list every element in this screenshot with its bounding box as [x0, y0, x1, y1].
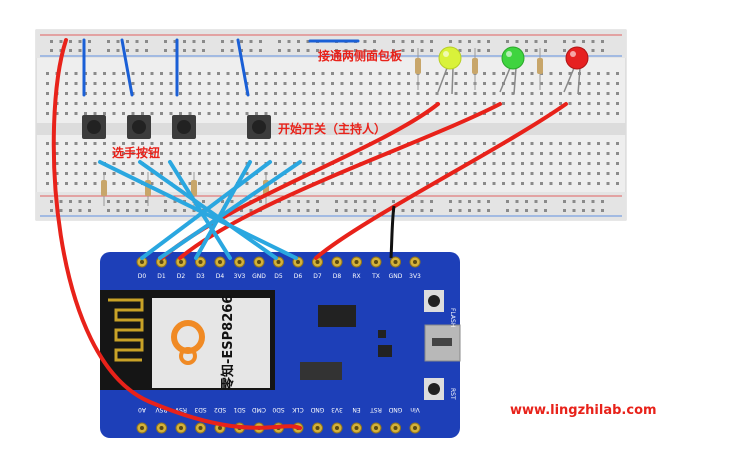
annotation-connect-breadboard: 接通两侧面包板: [318, 48, 403, 63]
pin-label: D2: [177, 273, 186, 280]
wifi-module: 零知-ESP8266: [100, 290, 275, 391]
pin-label: RSV: [174, 406, 187, 413]
pin-label: SD3: [194, 406, 206, 413]
antenna-trace-icon: [108, 298, 144, 362]
host-start-button: [247, 115, 271, 139]
pin-label: GND: [389, 273, 403, 280]
pin-label: 3V3: [409, 273, 421, 280]
annotation-player-buttons: 选手按钮: [112, 145, 160, 160]
flash-label: FLASH: [449, 308, 456, 327]
pin-label: A0: [138, 406, 146, 413]
pin-label: RST: [370, 406, 382, 413]
push-button: [127, 115, 151, 139]
push-button: [172, 115, 196, 139]
pin-label: SD2: [214, 406, 226, 413]
pin-label: TX: [371, 273, 380, 280]
annotation-start-switch: 开始开关（主持人）: [278, 121, 386, 136]
pin-label: SD0: [272, 406, 284, 413]
led-green: [499, 46, 525, 95]
jumper-wire: [236, 38, 250, 97]
wire-button: [158, 160, 302, 260]
pin-label: SD1: [233, 406, 245, 413]
chip: [318, 305, 356, 327]
pin-label: D6: [294, 273, 303, 280]
website-label: www.lingzhilab.com: [510, 403, 657, 418]
pin-label: 3V3: [234, 273, 246, 280]
wire-led-green: [178, 102, 502, 260]
pin-label: CLK: [291, 406, 304, 413]
wire-button: [138, 160, 278, 260]
wire-button: [194, 160, 252, 260]
pin-label: D8: [333, 273, 342, 280]
pin-label: GND: [310, 406, 324, 413]
jumper-wire: [120, 38, 134, 97]
pin-label: GND: [388, 406, 402, 413]
pin-label: D5: [274, 273, 283, 280]
resistor: [472, 48, 478, 90]
chip: [300, 362, 342, 380]
leds: [437, 46, 589, 95]
pin-label: RX: [352, 273, 360, 280]
pin-label: GND: [252, 273, 266, 280]
wire-button: [168, 160, 232, 260]
player-buttons: [82, 115, 271, 139]
flash-button: FLASH: [424, 290, 456, 327]
push-button: [82, 115, 106, 139]
chip: [378, 345, 392, 357]
chip: [378, 330, 386, 338]
resistor: [101, 172, 107, 206]
usb-port-icon: [424, 324, 461, 362]
pin-label: EN: [352, 406, 360, 413]
wire-led-red: [314, 102, 568, 260]
wire-ground: [389, 205, 396, 259]
breadboard: [35, 29, 627, 221]
pin-label: D1: [157, 273, 166, 280]
led-red: [563, 46, 589, 95]
rst-button: RST: [424, 378, 456, 400]
pin-label: 3V3: [331, 406, 343, 413]
pin-label: Vin: [410, 406, 420, 413]
wire-red-power: [51, 38, 302, 430]
pin-label: RSV: [155, 406, 168, 413]
button-wires: [98, 160, 302, 260]
resistor: [415, 48, 421, 90]
top-pin-header: D0 D1 D2 D3 D4 3V3 GND D5 D6 D7 D8 RX TX GND 3V3: [136, 256, 421, 280]
pin-label: D0: [138, 273, 147, 280]
breadboard-holes: [46, 40, 619, 212]
pin-label: D3: [196, 273, 205, 280]
resistor: [537, 48, 543, 90]
pin-label: D4: [216, 273, 225, 280]
pin-label: CMD: [252, 406, 266, 413]
pin-label: D7: [313, 273, 322, 280]
rst-label: RST: [449, 388, 456, 400]
blue-jumpers: [82, 38, 360, 97]
led-yellow: [437, 46, 462, 95]
brand-label: 零知-ESP8266: [220, 295, 236, 391]
